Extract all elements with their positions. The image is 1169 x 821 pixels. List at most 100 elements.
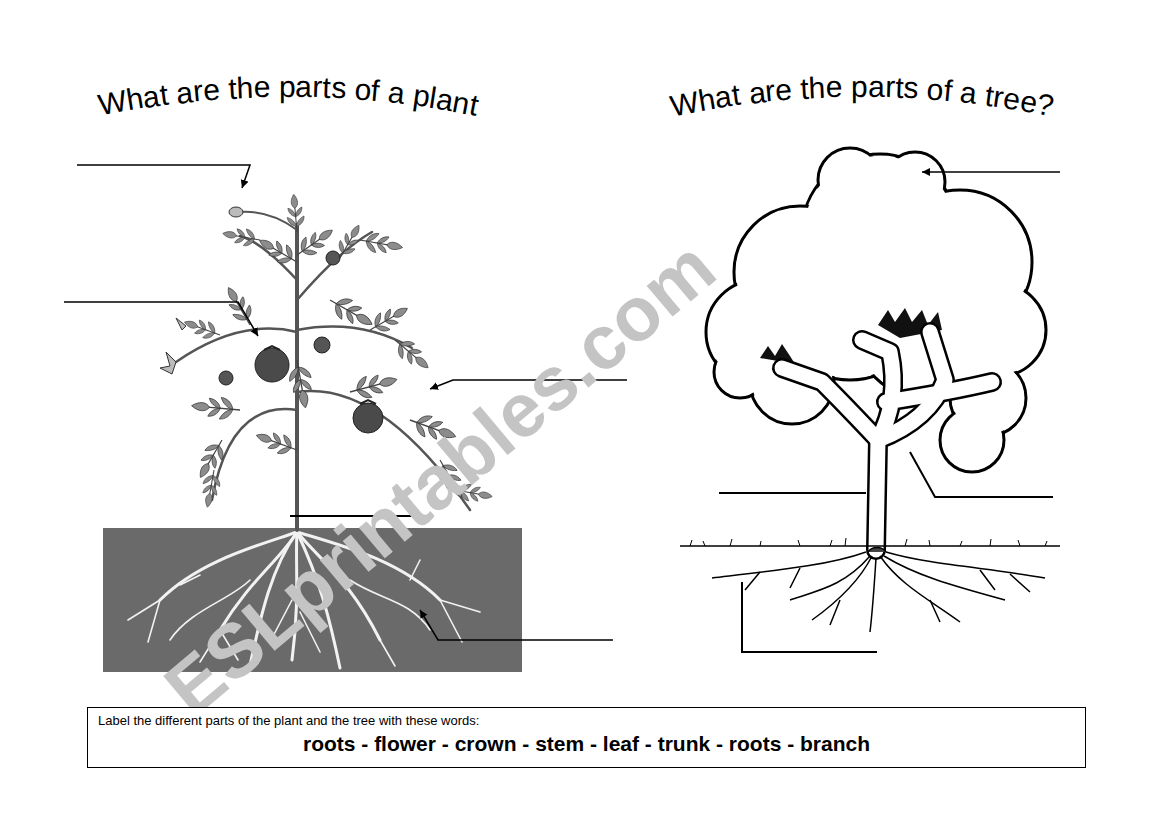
tree-trunk-branches-part-part [878, 332, 945, 440]
plant-leaves-part [182, 314, 223, 343]
heading-letter: p [851, 72, 868, 102]
tree-crown-part-part [820, 150, 880, 210]
tree-roots [712, 548, 1045, 633]
instruction-text: Label the different parts of the plant a… [98, 713, 1075, 730]
word-bank: roots - flower - crown - stem - leaf - t… [98, 730, 1075, 757]
plant-leaves-part [221, 225, 261, 248]
tomatoes-part [353, 403, 383, 433]
heading-letter: r [884, 72, 895, 102]
heading-letter: a [295, 72, 312, 102]
tree-roots-part [812, 556, 872, 620]
heading-letter [842, 72, 851, 102]
tomatoes-part [326, 251, 340, 265]
tree-crown [706, 148, 1046, 472]
plant-roots-part-part [440, 600, 480, 612]
plant-leaves-part [347, 369, 400, 402]
heading-letter: h [808, 73, 826, 104]
heading-letter: a [386, 77, 406, 109]
tree-roots-part [868, 548, 886, 553]
plant-leaves-part [255, 232, 302, 270]
tree-trunk-branches-part [782, 332, 992, 550]
tomatoes-part [264, 346, 280, 350]
tree-trunk-branches-part-part [782, 368, 878, 440]
plant-stem-part [212, 409, 297, 500]
tomatoes-part [314, 337, 330, 353]
blank-line-branch [910, 452, 1053, 497]
heading-letter: o [353, 74, 372, 105]
plant-roots-part-part [128, 600, 160, 620]
plant-roots-part-part [180, 575, 200, 585]
plant-leaves-part [191, 395, 241, 421]
heading-letter [270, 72, 279, 102]
ground-line-part [690, 538, 1047, 546]
tree-roots-part [745, 568, 1030, 625]
heading-letter: a [868, 72, 885, 102]
plant-leaves-part [325, 291, 378, 334]
tomatoes-part [219, 371, 233, 385]
plant-leaves-part [286, 358, 316, 410]
instruction-box: Label the different parts of the plant a… [87, 707, 1086, 768]
heading-letter: s [330, 73, 347, 104]
heading-letter: s [903, 73, 920, 104]
tree-crown-part-part [716, 348, 764, 396]
plant-roots-part-part [410, 560, 420, 580]
tree-roots-part [886, 552, 1045, 578]
tree-trunk-branches-part-part [886, 382, 992, 402]
heading-letter: o [926, 74, 945, 105]
tomatoes [219, 251, 383, 433]
heading-letter: W [95, 86, 128, 121]
blank-line-flower [77, 165, 250, 188]
tree-trunk-branches [782, 332, 992, 550]
ground-line-part [680, 545, 1060, 547]
flower-buds [160, 207, 243, 374]
heading-letter: r [312, 72, 323, 102]
heading-letter: e [774, 75, 793, 106]
plant-leaves-part [389, 333, 434, 375]
heading-letter: e [253, 72, 271, 102]
tree-crown-part [708, 150, 1044, 470]
plant-leaves-part [192, 435, 230, 482]
flower-buds-part [160, 352, 176, 374]
heading-letter: p [279, 72, 296, 102]
tree-trunk-branches-part-part [782, 368, 878, 440]
tree-illustration [680, 148, 1060, 632]
heading-letter: h [236, 73, 254, 104]
flower-buds-part [176, 318, 186, 330]
plant-leaves-part [358, 231, 404, 257]
tree-trunk-branches-part-part [862, 340, 893, 440]
plant-stem-part [295, 225, 299, 530]
tree-roots-part [870, 558, 876, 632]
heading-letter: a [959, 77, 979, 109]
ground-line [680, 538, 1060, 546]
heading-letter: e [202, 74, 221, 105]
blank-line-roots [420, 610, 613, 640]
plant-leaves-part [220, 283, 258, 330]
heading-letter: f [370, 76, 381, 107]
tree-trunk-branches-part-part [876, 440, 878, 550]
heading-letter: e [825, 72, 843, 102]
plant-leaves-part [253, 426, 300, 459]
plant-roots-part-part [380, 640, 395, 666]
tree-crown-part [706, 148, 1046, 472]
tomatoes-part [255, 348, 289, 382]
blank-line-trunk [719, 492, 866, 494]
tree-trunk-branches-part [782, 332, 992, 550]
plant-stem-part [297, 232, 372, 300]
tree-roots-part [712, 552, 866, 578]
heading-letter: t [322, 73, 332, 103]
tree-crown-part-part [887, 154, 943, 210]
plant-leaves-part [285, 194, 305, 233]
tree-roots-part [790, 556, 870, 600]
heading-letter: f [942, 76, 953, 107]
blank-line-fruit [64, 302, 258, 336]
tree-trunk-branches-part-part [876, 440, 878, 550]
tomatoes-part [360, 400, 376, 404]
tree-roots-part [880, 556, 960, 622]
blank-line-tree-roots [742, 582, 877, 652]
plant-leaves-part [365, 300, 412, 338]
flower-buds-part [229, 207, 243, 217]
plant-leaves-part [199, 469, 222, 509]
heading-letter: t [894, 73, 904, 103]
dark-foliage [760, 308, 942, 364]
